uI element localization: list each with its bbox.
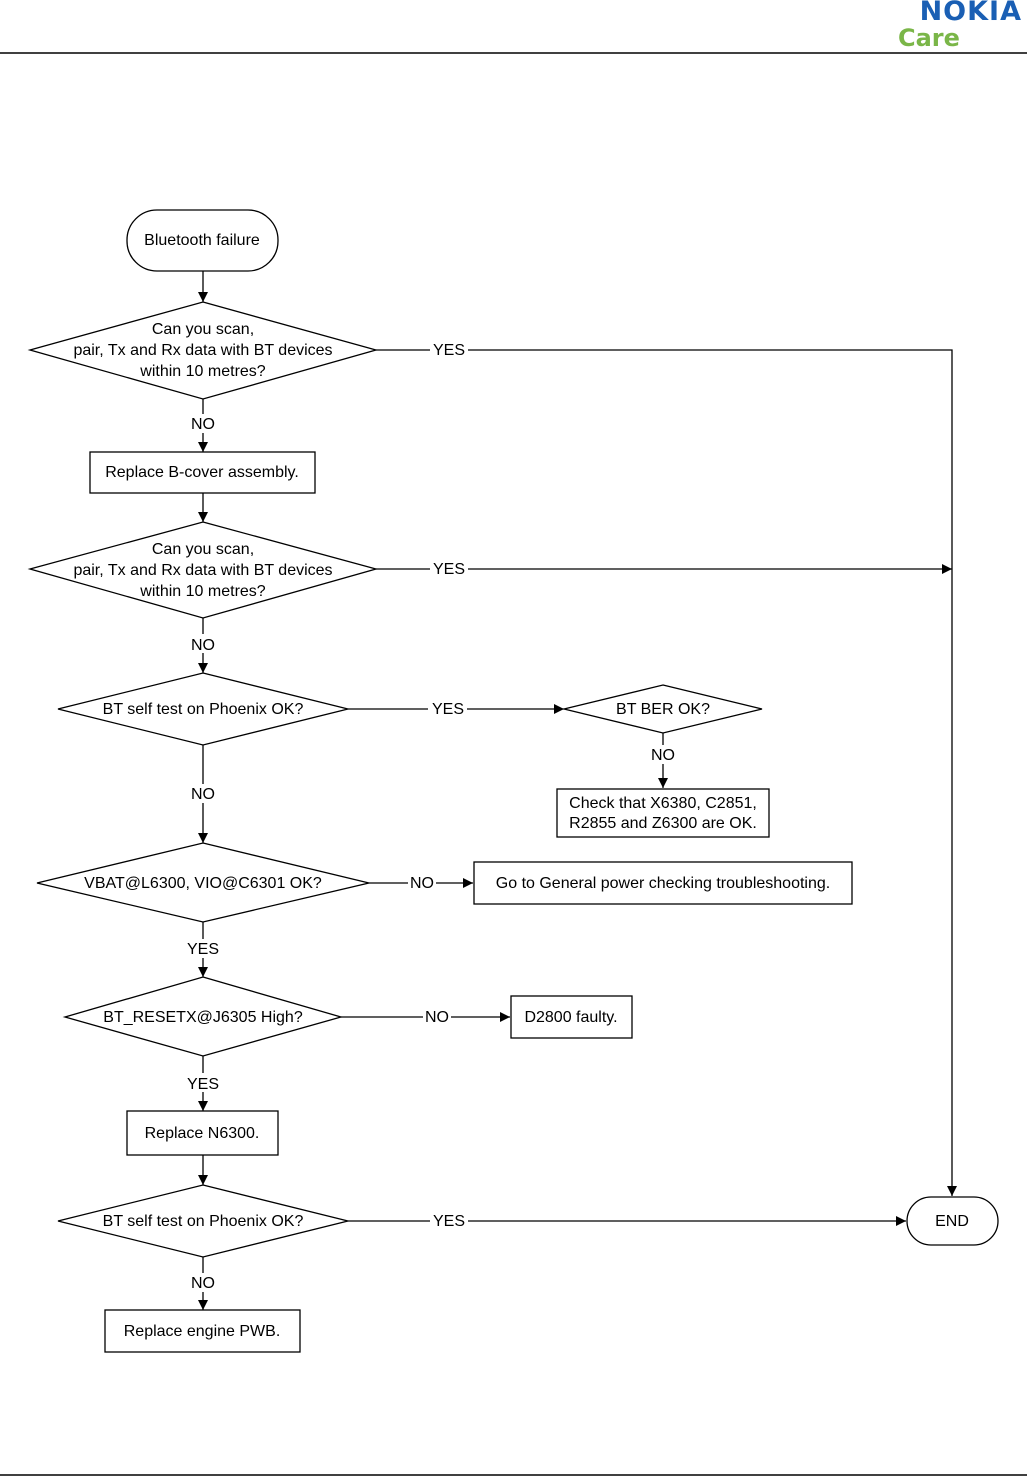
decision-scan-1-line-2: pair, Tx and Rx data with BT devices: [73, 342, 332, 359]
decision-vbat-label: VBAT@L6300, VIO@C6301 OK?: [84, 875, 322, 892]
decision-reset: BT_RESETX@J6305 High?: [62, 976, 344, 1057]
decision-selftest-2: BT self test on Phoenix OK?: [57, 1184, 349, 1258]
decision-scan-1-line-3: within 10 metres?: [139, 363, 265, 380]
decision-scan-1: Can you scan, pair, Tx and Rx data with …: [27, 301, 379, 400]
replace-bcover-box: Replace B-cover assembly.: [89, 451, 316, 494]
no-label: NO: [191, 416, 215, 433]
d2800-faulty-label: D2800 faulty.: [524, 1009, 617, 1026]
yes-label: YES: [433, 561, 465, 578]
yes-label: YES: [187, 941, 219, 958]
yes-label: YES: [432, 701, 464, 718]
decision-selftest-1: BT self test on Phoenix OK?: [57, 672, 349, 746]
check-components-line-2: R2855 and Z6300 are OK.: [569, 815, 757, 832]
no-label: NO: [410, 875, 434, 892]
decision-ber: BT BER OK?: [563, 684, 763, 734]
decision-selftest-1-label: BT self test on Phoenix OK?: [103, 701, 304, 718]
decision-scan-2-line-1: Can you scan,: [152, 541, 254, 558]
no-label: NO: [651, 747, 675, 764]
yes-label: YES: [433, 342, 465, 359]
replace-n6300-label: Replace N6300.: [145, 1125, 260, 1142]
decision-vbat: VBAT@L6300, VIO@C6301 OK?: [36, 842, 370, 923]
brand-nokia: NOKIA: [920, 0, 1022, 27]
general-power-box: Go to General power checking troubleshoo…: [473, 861, 853, 905]
decision-scan-2-line-3: within 10 metres?: [139, 583, 265, 600]
yes-label: YES: [187, 1076, 219, 1093]
replace-n6300-box: Replace N6300.: [126, 1110, 279, 1156]
decision-selftest-2-label: BT self test on Phoenix OK?: [103, 1213, 304, 1230]
no-label: NO: [191, 1275, 215, 1292]
brand-care: Care: [898, 24, 960, 52]
start-node: Bluetooth failure: [126, 209, 279, 272]
general-power-label: Go to General power checking troubleshoo…: [496, 875, 830, 892]
end-label: END: [935, 1213, 969, 1230]
decision-ber-label: BT BER OK?: [616, 701, 710, 718]
check-components-line-1: Check that X6380, C2851,: [569, 795, 757, 812]
connectors: [198, 271, 957, 1310]
decision-scan-2: Can you scan, pair, Tx and Rx data with …: [27, 521, 379, 619]
decision-scan-1-line-1: Can you scan,: [152, 321, 254, 338]
no-label: NO: [425, 1009, 449, 1026]
nokia-care-logo: NOKIA Care: [898, 0, 1022, 52]
no-label: NO: [191, 637, 215, 654]
yes-label: YES: [433, 1213, 465, 1230]
decision-scan-2-line-2: pair, Tx and Rx data with BT devices: [73, 562, 332, 579]
start-label: Bluetooth failure: [144, 232, 260, 249]
d2800-faulty-box: D2800 faulty.: [510, 995, 633, 1039]
check-components-box: Check that X6380, C2851, R2855 and Z6300…: [556, 788, 770, 838]
replace-pwb-label: Replace engine PWB.: [124, 1323, 281, 1340]
no-label: NO: [191, 786, 215, 803]
end-node: END: [906, 1196, 999, 1246]
replace-bcover-label: Replace B-cover assembly.: [105, 464, 299, 481]
replace-pwb-box: Replace engine PWB.: [104, 1309, 301, 1353]
decision-reset-label: BT_RESETX@J6305 High?: [103, 1009, 303, 1026]
